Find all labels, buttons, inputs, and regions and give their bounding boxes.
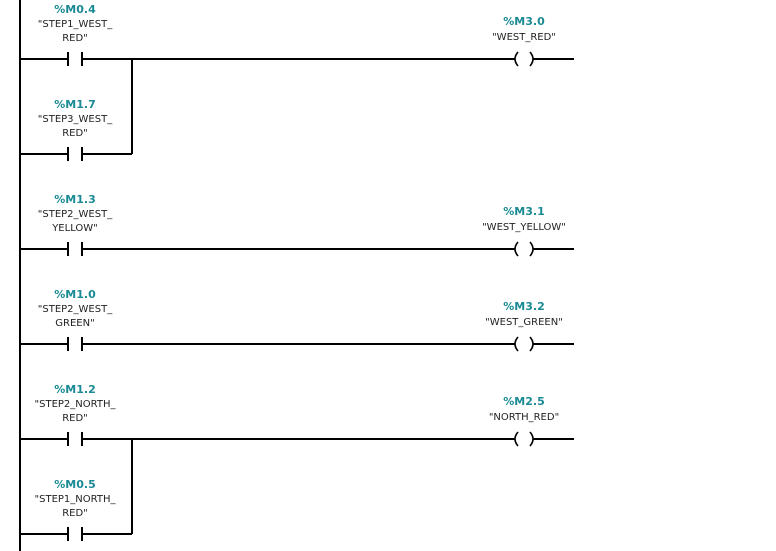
coil-left-arc bbox=[514, 336, 519, 352]
contact-address: %M1.7 bbox=[54, 98, 95, 111]
contact-symbol: "STEP2_NORTH_ bbox=[35, 399, 117, 410]
no-contact-icon[interactable] bbox=[67, 432, 83, 446]
no-contact-icon[interactable] bbox=[67, 52, 83, 66]
contact-symbol: "STEP1_NORTH_ bbox=[35, 494, 117, 505]
contact-symbol: RED" bbox=[62, 508, 88, 519]
coil-symbol: "WEST_YELLOW" bbox=[482, 222, 566, 233]
coil-icon[interactable] bbox=[514, 241, 534, 257]
no-contact-icon[interactable] bbox=[67, 242, 83, 256]
coil-address: %M3.1 bbox=[503, 205, 544, 218]
no-contact-icon[interactable] bbox=[67, 337, 83, 351]
coil-right-arc bbox=[529, 431, 534, 447]
contact-symbol: YELLOW" bbox=[51, 223, 98, 234]
contact-symbol: GREEN" bbox=[55, 318, 94, 329]
coil-icon[interactable] bbox=[514, 431, 534, 447]
contact-symbol: "STEP1_WEST_ bbox=[38, 19, 113, 30]
coil-address: %M3.2 bbox=[503, 300, 544, 313]
contact-address: %M1.2 bbox=[54, 383, 95, 396]
rung: %M0.4 "STEP1_WEST_ RED" %M1.7 "STEP3_WEST_ RE… bbox=[20, 3, 574, 161]
contact-address: %M0.4 bbox=[54, 3, 96, 16]
coil-symbol: "WEST_RED" bbox=[492, 32, 556, 43]
no-contact-icon[interactable] bbox=[67, 527, 83, 541]
coil-symbol: "NORTH_RED" bbox=[489, 412, 559, 423]
rung: %M1.0 "STEP2_WEST_ GREEN" %M3.2 "WEST_GREEN" bbox=[20, 288, 574, 352]
coil-right-arc bbox=[529, 241, 534, 257]
networks-layer: %M0.4 "STEP1_WEST_ RED" %M1.7 "STEP3_WEST_ RE… bbox=[20, 3, 574, 541]
contact-address: %M1.0 bbox=[54, 288, 96, 301]
coil-address: %M3.0 bbox=[503, 15, 545, 28]
coil-left-arc bbox=[514, 431, 519, 447]
rung: %M1.3 "STEP2_WEST_ YELLOW" %M3.1 "WEST_YELLO… bbox=[20, 193, 574, 257]
contact-symbol: RED" bbox=[62, 33, 88, 44]
contact-symbol: "STEP2_WEST_ bbox=[38, 209, 113, 220]
no-contact-icon[interactable] bbox=[67, 147, 83, 161]
coil-icon[interactable] bbox=[514, 51, 534, 67]
contact-address: %M1.3 bbox=[54, 193, 95, 206]
contact-address: %M0.5 bbox=[54, 478, 95, 491]
coil-symbol: "WEST_GREEN" bbox=[485, 317, 563, 328]
contact-symbol: RED" bbox=[62, 413, 88, 424]
coil-icon[interactable] bbox=[514, 336, 534, 352]
coil-right-arc bbox=[529, 336, 534, 352]
coil-left-arc bbox=[514, 241, 519, 257]
coil-left-arc bbox=[514, 51, 519, 67]
coil-right-arc bbox=[529, 51, 534, 67]
rung: %M1.2 "STEP2_NORTH_ RED" %M0.5 "STEP1_NORTH_… bbox=[20, 383, 574, 541]
contact-symbol: "STEP3_WEST_ bbox=[38, 114, 113, 125]
contact-symbol: RED" bbox=[62, 128, 88, 139]
coil-address: %M2.5 bbox=[503, 395, 544, 408]
contact-symbol: "STEP2_WEST_ bbox=[38, 304, 113, 315]
